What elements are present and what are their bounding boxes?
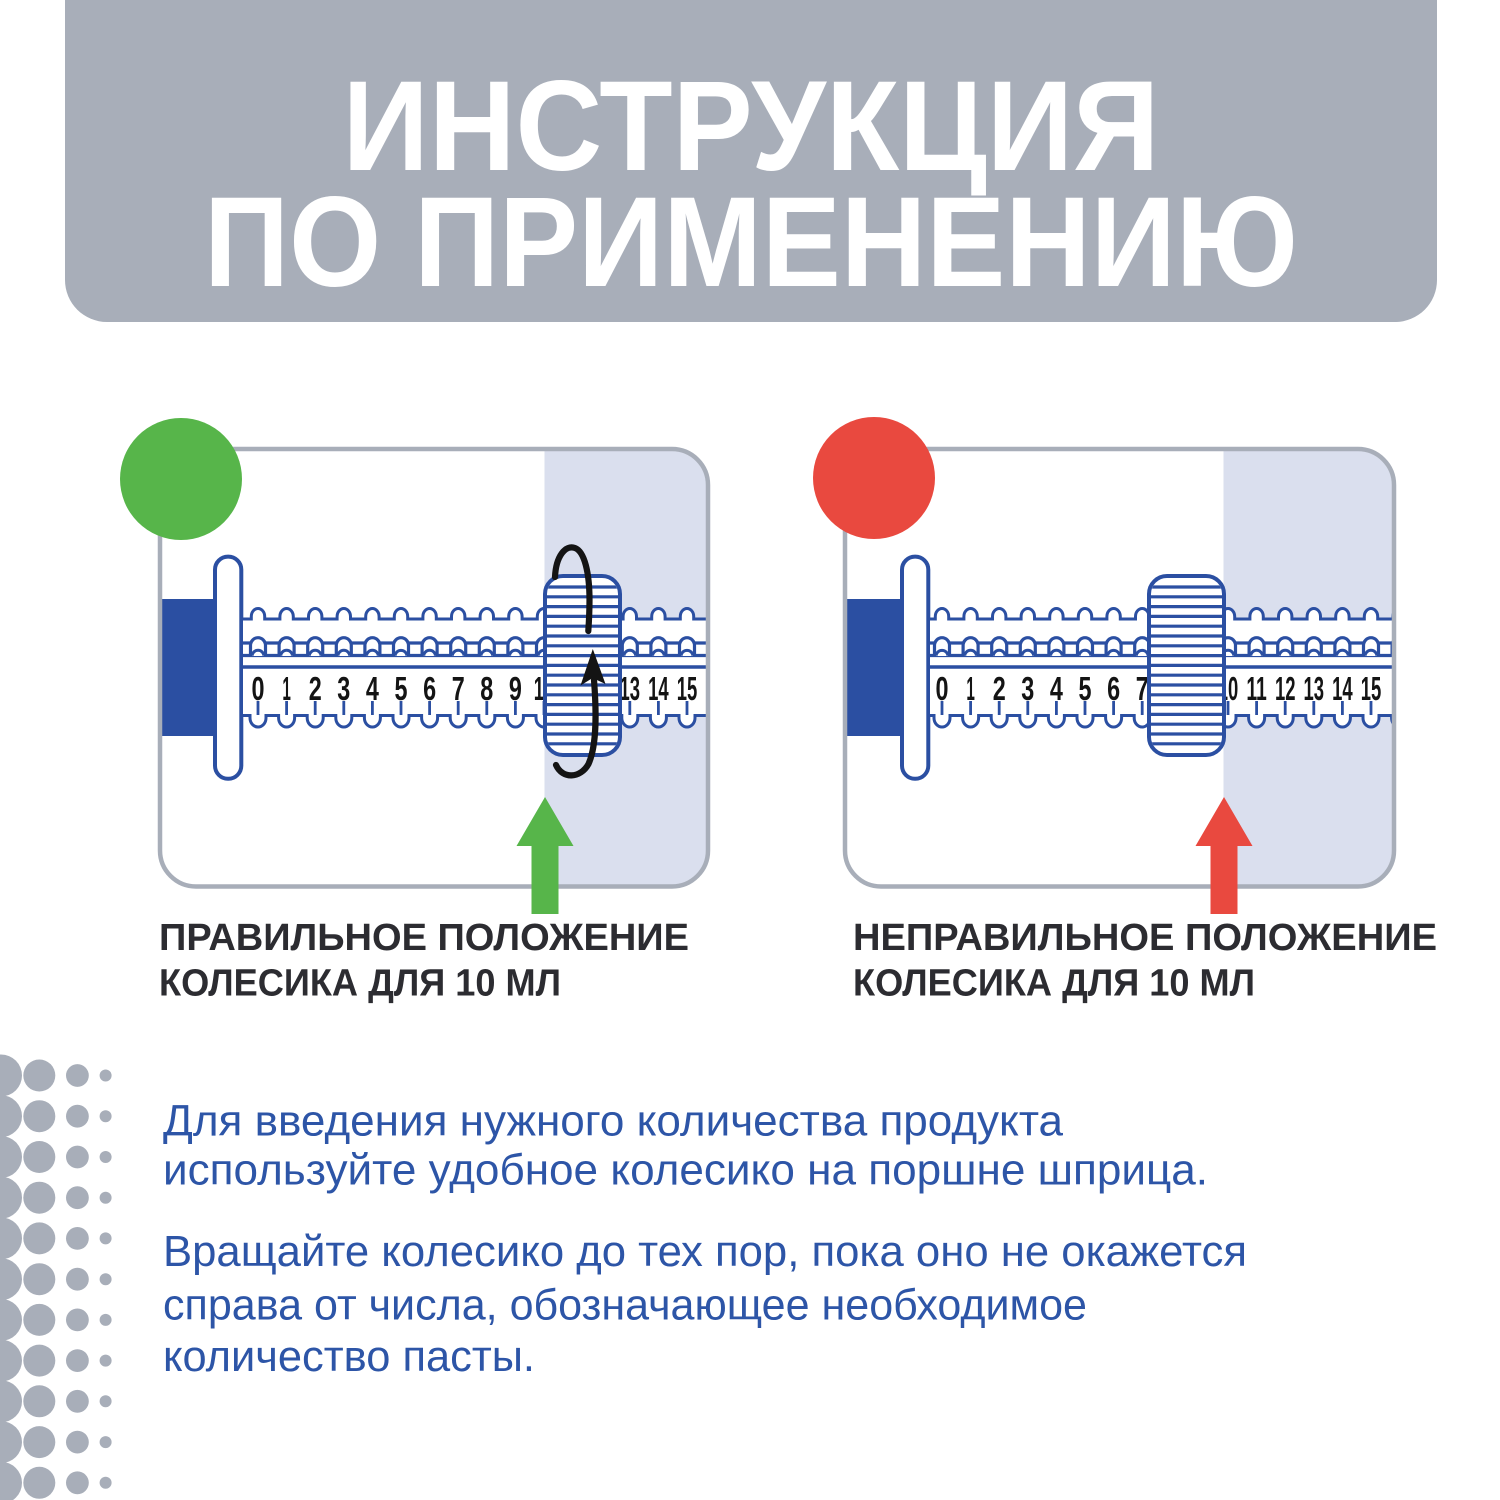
svg-text:5: 5 bbox=[1079, 671, 1092, 708]
svg-text:12: 12 bbox=[1275, 671, 1296, 708]
svg-text:9: 9 bbox=[509, 671, 522, 708]
svg-text:11: 11 bbox=[1246, 671, 1267, 708]
svg-text:7: 7 bbox=[452, 671, 465, 708]
svg-text:2: 2 bbox=[993, 671, 1006, 708]
svg-text:справа от числа, обозначающее: справа от числа, обозначающее необходимо… bbox=[163, 1280, 1087, 1329]
svg-text:4: 4 bbox=[1050, 671, 1063, 708]
svg-text:3: 3 bbox=[337, 671, 350, 708]
svg-text:14: 14 bbox=[1332, 671, 1353, 708]
svg-text:0: 0 bbox=[936, 671, 949, 708]
svg-text:КОЛЕСИКА ДЛЯ 10 МЛ: КОЛЕСИКА ДЛЯ 10 МЛ bbox=[159, 963, 561, 1005]
svg-text:1: 1 bbox=[966, 671, 975, 708]
svg-text:15: 15 bbox=[1361, 671, 1382, 708]
svg-text:2: 2 bbox=[309, 671, 322, 708]
svg-text:1: 1 bbox=[282, 671, 291, 708]
svg-text:8: 8 bbox=[480, 671, 493, 708]
svg-text:Вращайте колесико до тех пор,: Вращайте колесико до тех пор, пока оно н… bbox=[163, 1227, 1247, 1276]
svg-text:количество пасты.: количество пасты. bbox=[163, 1332, 535, 1381]
svg-text:13: 13 bbox=[1304, 671, 1325, 708]
svg-text:0: 0 bbox=[252, 671, 265, 708]
svg-text:ИНСТРУКЦИЯ: ИНСТРУКЦИЯ bbox=[343, 55, 1160, 198]
svg-text:Для введения нужного количеств: Для введения нужного количества продукта bbox=[163, 1096, 1064, 1145]
svg-text:КОЛЕСИКА ДЛЯ 10 МЛ: КОЛЕСИКА ДЛЯ 10 МЛ bbox=[853, 963, 1255, 1005]
svg-text:3: 3 bbox=[1021, 671, 1034, 708]
svg-text:13: 13 bbox=[620, 671, 641, 708]
svg-text:используйте удобное колесико н: используйте удобное колесико на поршне ш… bbox=[163, 1146, 1208, 1195]
svg-text:4: 4 bbox=[366, 671, 379, 708]
svg-text:14: 14 bbox=[648, 671, 669, 708]
svg-text:ПРАВИЛЬНОЕ ПОЛОЖЕНИЕ: ПРАВИЛЬНОЕ ПОЛОЖЕНИЕ bbox=[159, 917, 689, 959]
svg-text:5: 5 bbox=[395, 671, 408, 708]
svg-text:6: 6 bbox=[1107, 671, 1120, 708]
svg-text:7: 7 bbox=[1136, 671, 1149, 708]
svg-text:6: 6 bbox=[423, 671, 436, 708]
svg-text:15: 15 bbox=[677, 671, 698, 708]
svg-text:НЕПРАВИЛЬНОЕ ПОЛОЖЕНИЕ: НЕПРАВИЛЬНОЕ ПОЛОЖЕНИЕ bbox=[853, 917, 1437, 959]
svg-text:ПО ПРИМЕНЕНИЮ: ПО ПРИМЕНЕНИЮ bbox=[204, 171, 1298, 314]
